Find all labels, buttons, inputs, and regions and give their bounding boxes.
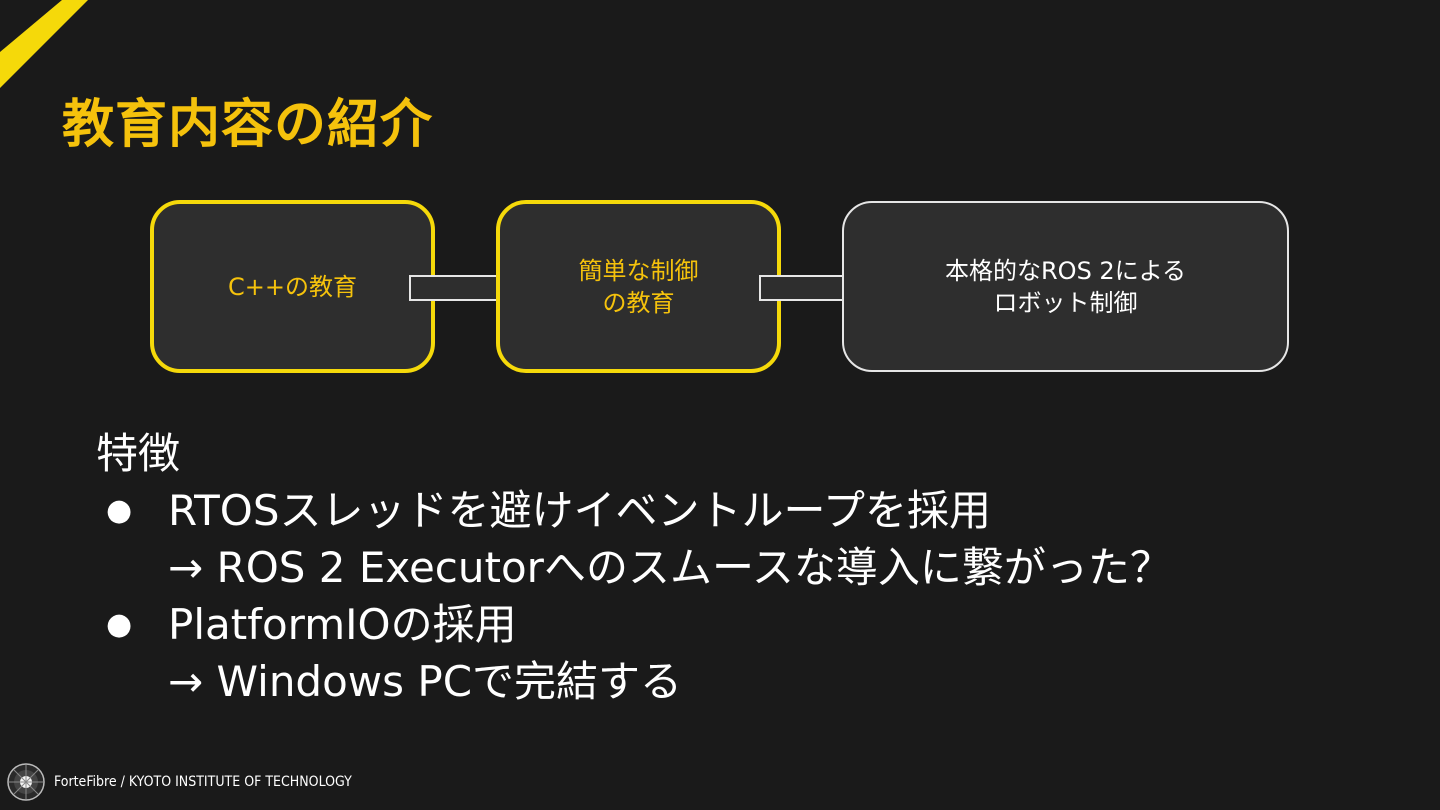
bullet-icon: ●: [106, 607, 133, 642]
feature-text: RTOSスレッドを避けイベントループを採用: [168, 486, 991, 535]
feature-text: PlatformIOの採用: [168, 600, 517, 649]
flow-step-label: 簡単な制御 の教育: [578, 256, 699, 317]
flow-step-label: 本格的なROS 2による ロボット制御: [945, 256, 1186, 317]
feature-item: ● PlatformIOの採用 → Windows PCで完結する: [96, 596, 1172, 710]
footer: ForteFibre / KYOTO INSTITUTE OF TECHNOLO…: [6, 762, 352, 802]
feature-subtext: → Windows PCで完結する: [168, 657, 683, 706]
flow-step-label: C++の教育: [228, 272, 357, 301]
features-heading: 特徴: [96, 429, 181, 478]
footer-org-text: ForteFibre / KYOTO INSTITUTE OF TECHNOLO…: [54, 774, 352, 790]
feature-item: ● RTOSスレッドを避けイベントループを採用 → ROS 2 Executor…: [96, 482, 1172, 596]
fortefibre-logo-icon: [7, 763, 45, 801]
corner-accent-stripe: [0, 0, 88, 88]
bullet-icon: ●: [106, 493, 133, 528]
flow-step-simple-control: 簡単な制御 の教育: [496, 200, 781, 373]
features-section: 特徴 ● RTOSスレッドを避けイベントループを採用 → ROS 2 Execu…: [96, 426, 1172, 710]
flow-step-cpp: C++の教育: [150, 200, 435, 373]
feature-subtext: → ROS 2 Executorへのスムースな導入に繋がった？: [168, 543, 1172, 592]
flow-step-ros2: 本格的なROS 2による ロボット制御: [842, 201, 1289, 372]
slide-title: 教育内容の紹介: [62, 95, 434, 155]
